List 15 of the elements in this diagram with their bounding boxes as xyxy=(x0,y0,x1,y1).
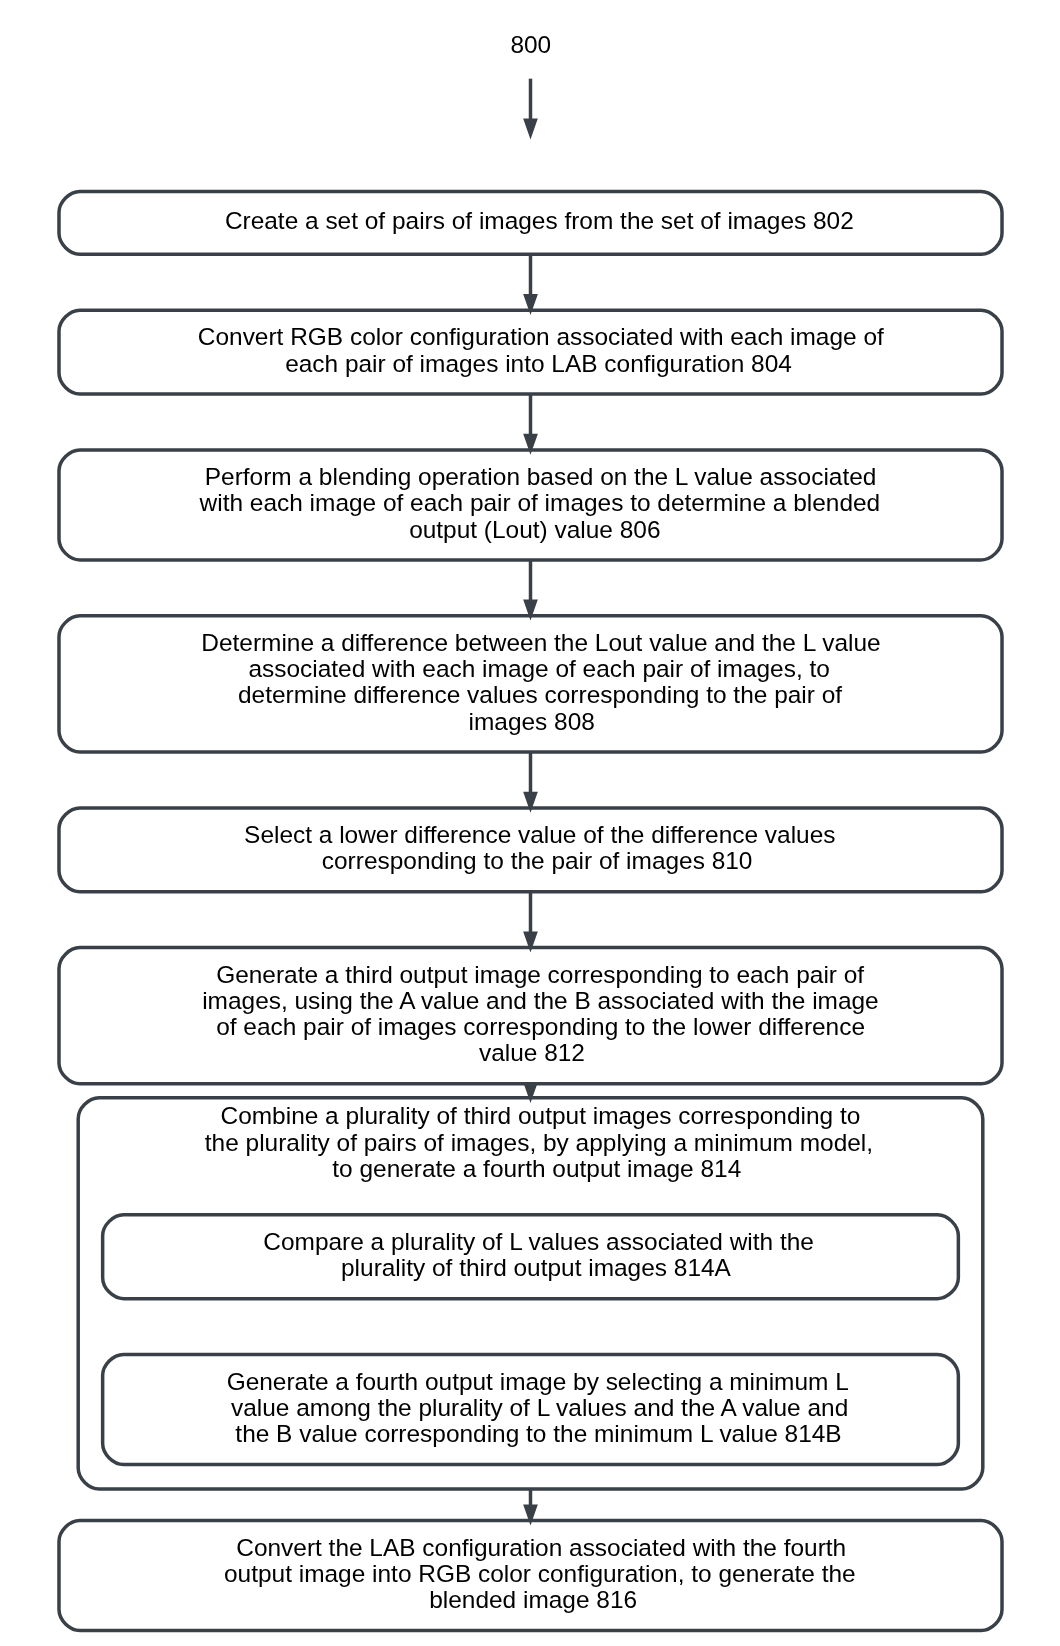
arrow xyxy=(522,560,538,621)
node-box: Generate a fourth output image by selecting a minimum L value among the plurality of L values and the A value and the B value corresponding to the minimum L value 814B xyxy=(100,1352,960,1467)
node-box: Determine a difference between the Lout value and the L value associated with each image of each pair of images, to determine difference values corresponding to the pair of images 808 xyxy=(56,614,1004,754)
node-box: Select a lower difference value of the difference values corresponding to the pair of images 810 xyxy=(56,806,1004,894)
node-box: Create a set of pairs of images from the set of images 802 xyxy=(56,189,1004,257)
arrow xyxy=(522,394,538,455)
arrow xyxy=(522,78,538,140)
node-box: Compare a plurality of L values associated with the plurality of third output images 814A xyxy=(100,1213,960,1301)
arrow xyxy=(522,752,538,813)
node-box: Convert the LAB configuration associated with the fourth output image into RGB color configuration, to generate the blended image 816 xyxy=(56,1518,1004,1633)
arrow xyxy=(522,254,538,316)
node-box: Perform a blending operation based on the L value associated with each image of each pair of images to determine a blended output (Lout) value 806 xyxy=(56,448,1004,562)
arrow xyxy=(522,892,538,953)
node-box: Convert RGB color configuration associated with each image of each pair of images into LAB configuration 804 xyxy=(56,308,1004,396)
node-text: 800 xyxy=(509,31,551,59)
